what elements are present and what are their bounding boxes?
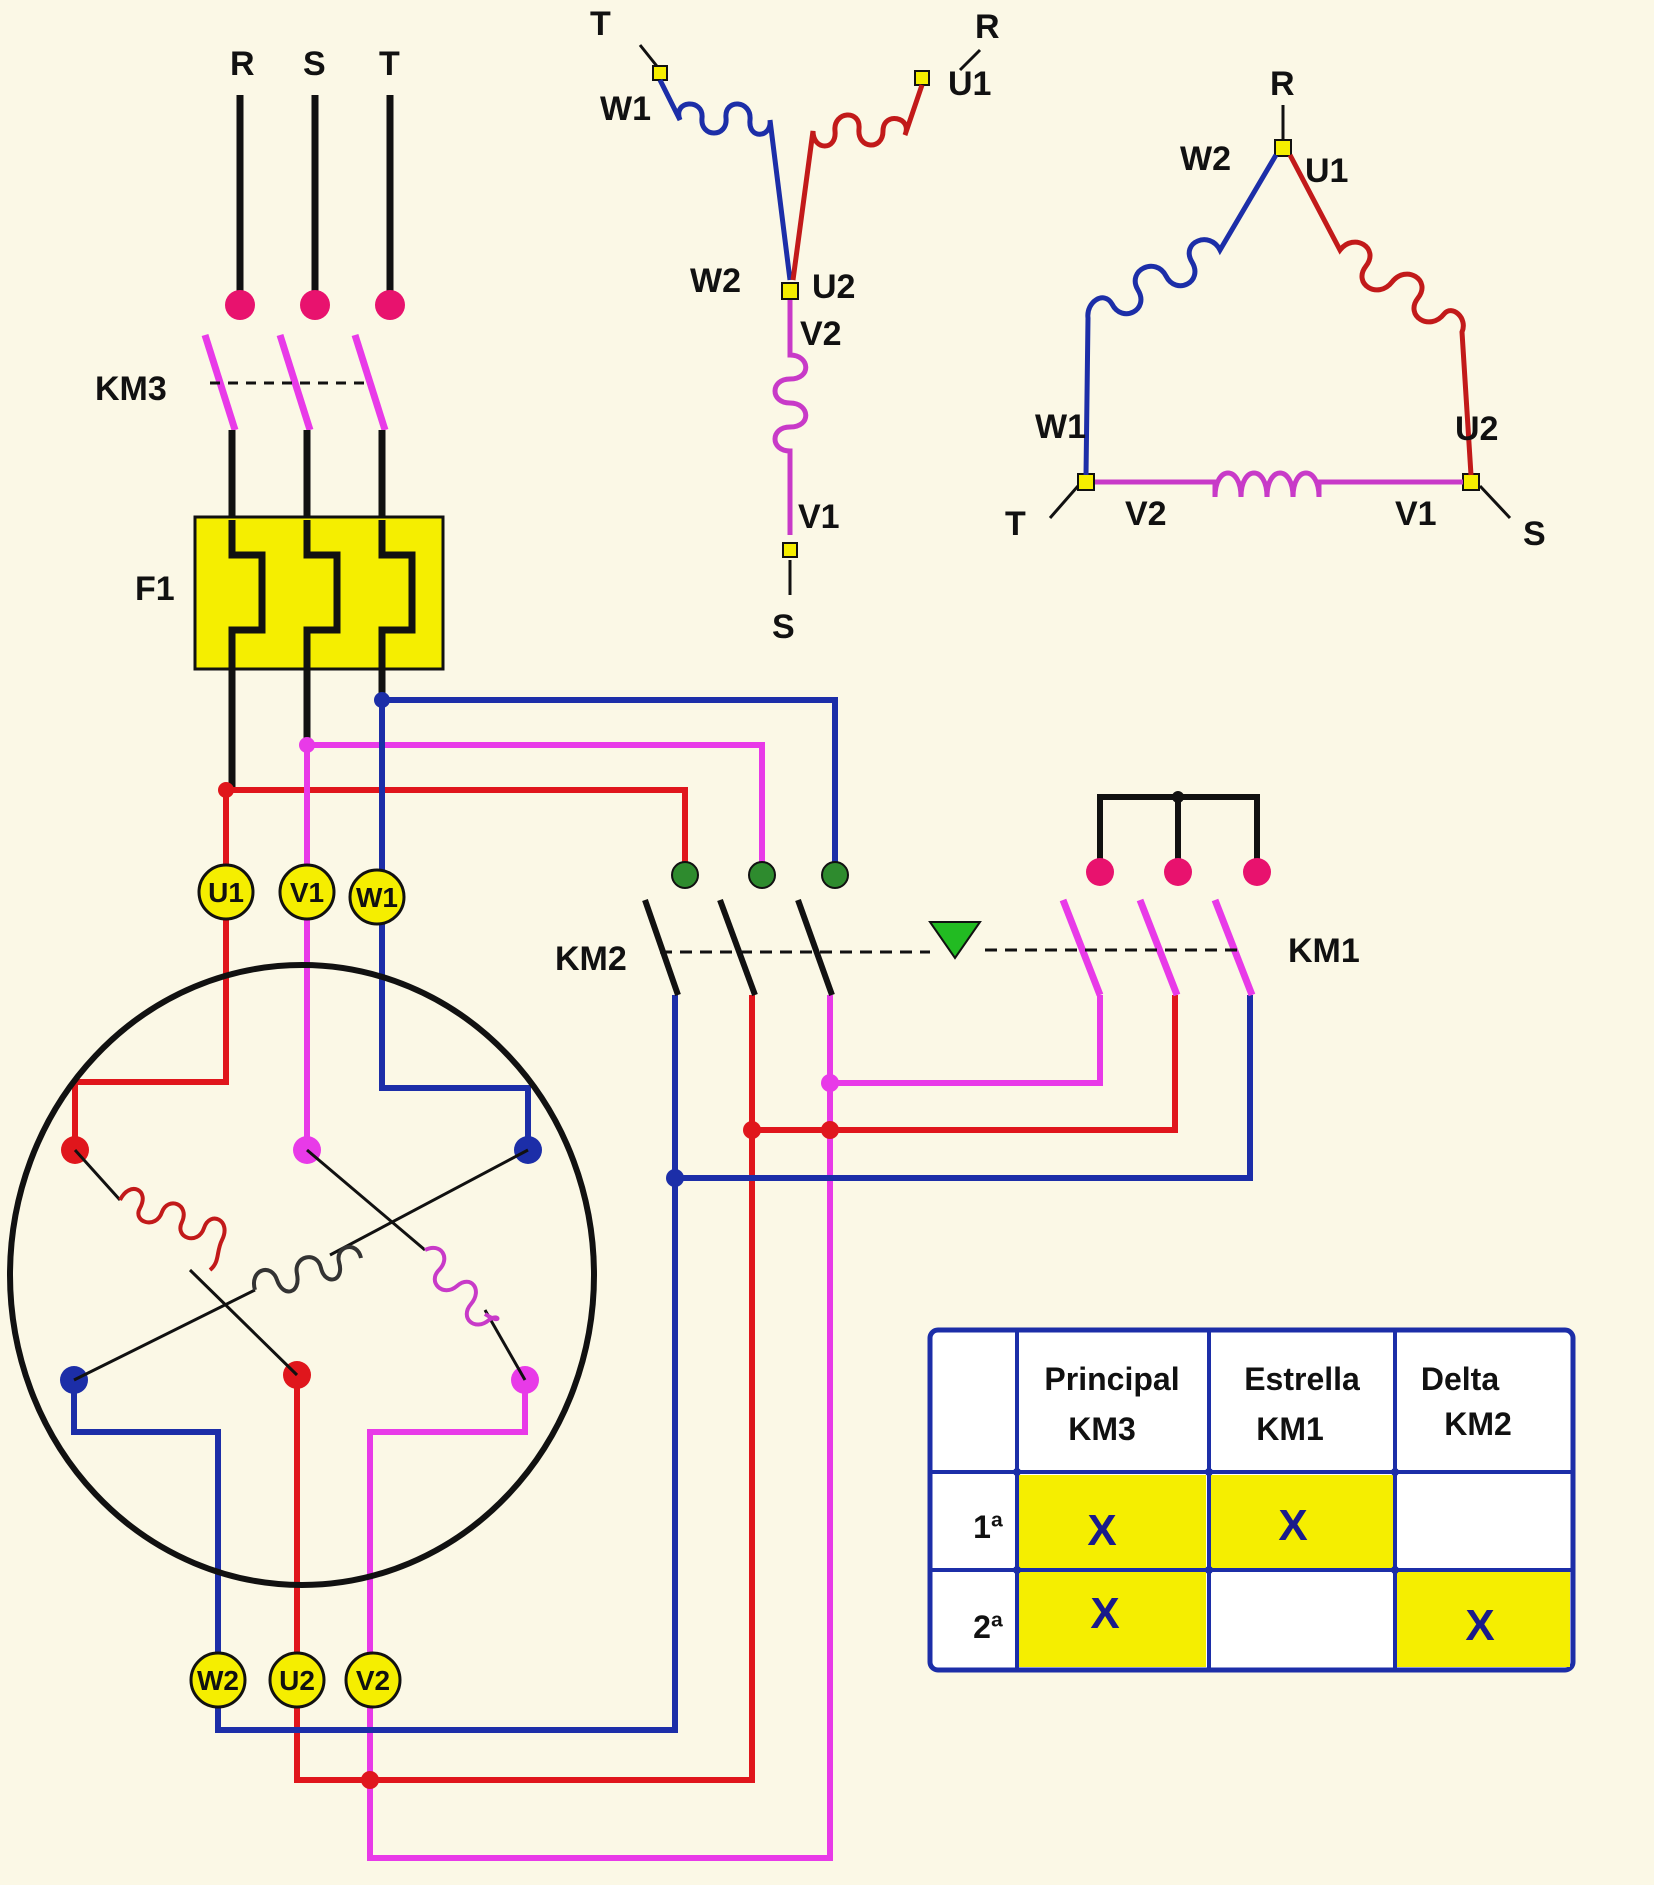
supply-lines (225, 95, 405, 320)
f1-thermal-relay (193, 515, 445, 790)
svg-text:V1: V1 (290, 877, 324, 908)
header-km3-line1: Principal (1044, 1361, 1179, 1397)
mechanical-interlock-triangle (928, 921, 982, 960)
km1-contactor (985, 791, 1271, 997)
star-w-coil (657, 78, 793, 281)
delta-label-w1: W1 (1035, 408, 1086, 446)
star-v-coil (772, 300, 809, 535)
svg-text:U1: U1 (208, 877, 244, 908)
delta-label-w2: W2 (1180, 140, 1231, 178)
f1-label: F1 (135, 570, 175, 608)
svg-text:V2: V2 (356, 1665, 390, 1696)
svg-text:W2: W2 (197, 1665, 239, 1696)
delta-u-coil (1287, 153, 1474, 476)
cell-1-km1: X (1278, 1501, 1307, 1550)
cell-1-km3-bg (1018, 1475, 1206, 1570)
km1-label: KM1 (1288, 932, 1360, 970)
v-winding-coil (424, 1246, 500, 1327)
cell-2-km2: X (1465, 1601, 1494, 1650)
terminal-badge-u2: U2 (268, 1651, 326, 1709)
star-u-coil (790, 84, 925, 281)
svg-text:U2: U2 (279, 1665, 315, 1696)
w-winding-coil (251, 1245, 363, 1294)
svg-text:W1: W1 (356, 882, 398, 913)
cell-2-km3: X (1090, 1589, 1119, 1638)
header-km3-line2: KM3 (1068, 1411, 1136, 1447)
delta-label-u2: U2 (1455, 410, 1498, 448)
terminal-badge-w2: W2 (189, 1651, 247, 1709)
delta-label-u1: U1 (1305, 152, 1348, 190)
terminal-badge-u1: U1 (197, 863, 255, 921)
motor (7, 962, 597, 1588)
star-schematic (638, 44, 982, 595)
supply-label-t: T (379, 45, 400, 83)
supply-terminal-s (300, 290, 330, 320)
cell-1-km3: X (1087, 1506, 1116, 1555)
star-label-v2: V2 (800, 315, 842, 353)
terminal-badge-v2: V2 (344, 1651, 402, 1709)
sequence-table (927, 1327, 1576, 1673)
delta-schematic (1048, 105, 1512, 520)
header-km1-line1: Estrella (1244, 1361, 1360, 1397)
delta-label-r: R (1270, 65, 1295, 103)
cell-2-km3-bg (1018, 1572, 1206, 1667)
delta-label-v2: V2 (1125, 495, 1167, 533)
supply-terminal-r (225, 290, 255, 320)
star-label-t: T (590, 5, 611, 43)
km2-label: KM2 (555, 940, 627, 978)
star-label-u2: U2 (812, 268, 855, 306)
terminal-badge-v1: V1 (278, 863, 336, 921)
row-step-2: 2ª (973, 1609, 1003, 1645)
star-label-w2: W2 (690, 262, 741, 300)
u-winding-coil (118, 1187, 227, 1272)
header-km2-line1: Delta (1421, 1361, 1499, 1397)
delta-v-coil (1095, 470, 1463, 498)
star-label-w1: W1 (600, 90, 651, 128)
row-step-1: 1ª (973, 1509, 1003, 1545)
supply-terminal-t (375, 290, 405, 320)
supply-label-s: S (303, 45, 326, 83)
delta-w-coil (1083, 153, 1279, 476)
km3-contactor (201, 333, 389, 520)
terminal-badge-w1: W1 (348, 868, 406, 926)
star-label-r: R (975, 8, 1000, 46)
km3-label: KM3 (95, 370, 167, 408)
delta-label-s: S (1523, 515, 1546, 553)
star-label-v1: V1 (798, 498, 840, 536)
cell-2-km2-bg (1397, 1572, 1570, 1667)
header-km1-line2: KM1 (1256, 1411, 1324, 1447)
star-label-u1: U1 (948, 65, 991, 103)
delta-label-v1: V1 (1395, 495, 1437, 533)
supply-label-r: R (230, 45, 255, 83)
header-km2-line2: KM2 (1444, 1406, 1512, 1442)
km2-contactor (642, 861, 930, 997)
circuit-wires (71, 692, 1253, 1861)
delta-label-t: T (1005, 505, 1026, 543)
cell-1-km1-bg (1211, 1475, 1394, 1570)
star-label-s: S (772, 608, 795, 646)
